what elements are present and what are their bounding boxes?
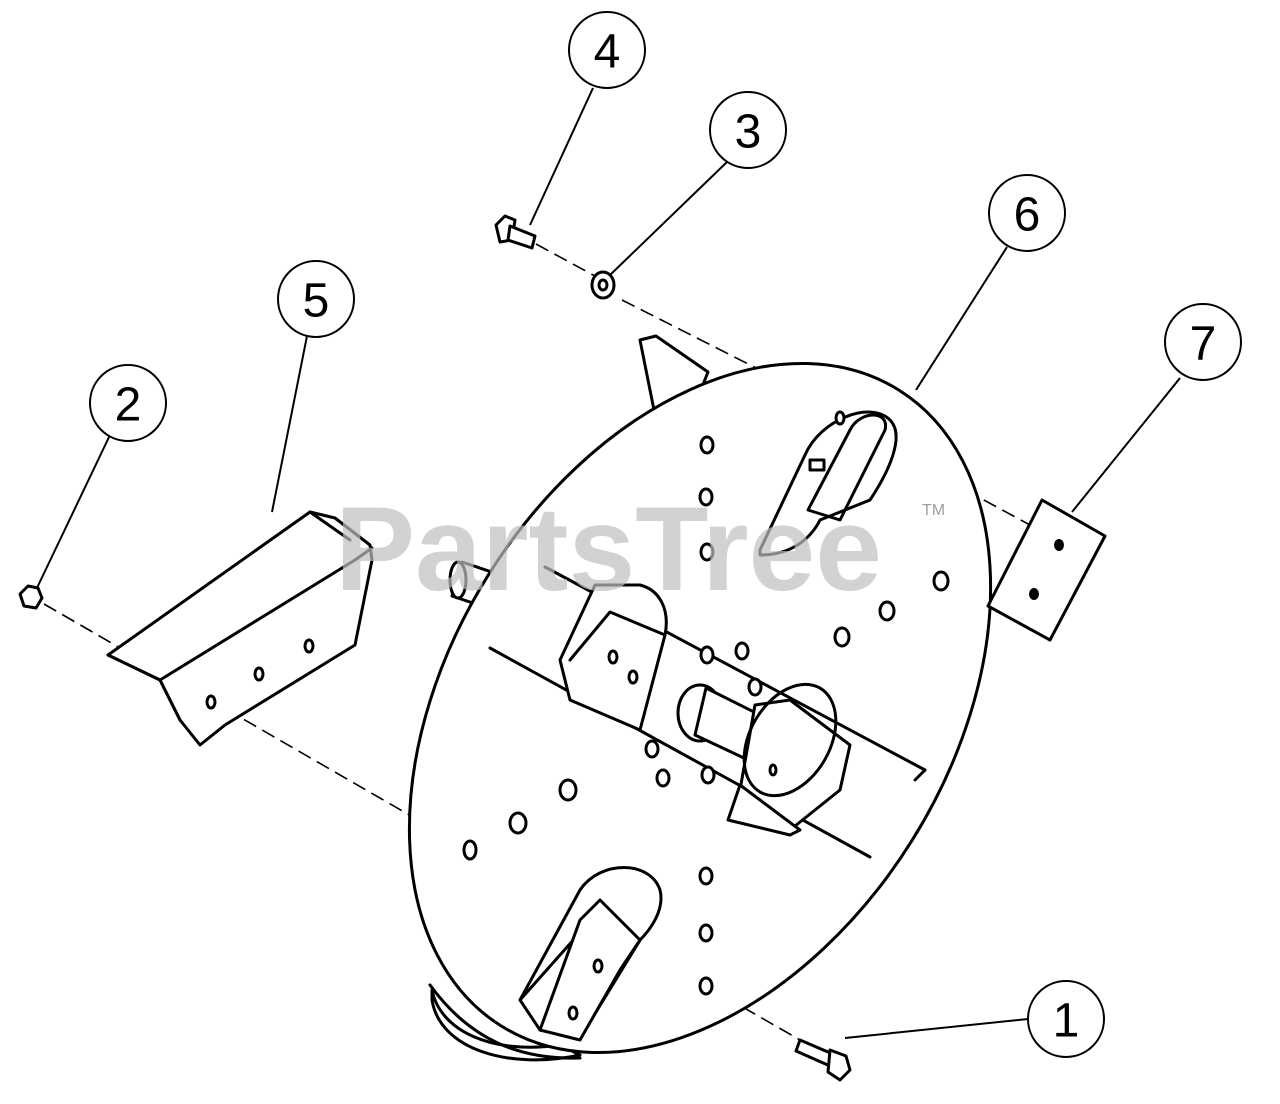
- watermark-trademark: TM: [922, 502, 945, 519]
- callout-5-number: 5: [303, 275, 330, 328]
- hex-nut: [18, 584, 44, 610]
- mounting-plate: [986, 498, 1107, 642]
- callout-7-number: 7: [1190, 318, 1217, 371]
- washer: [590, 270, 616, 300]
- callout-4: 4: [568, 11, 646, 89]
- callout-4-number: 4: [594, 26, 621, 79]
- hex-bolt-top: [494, 214, 537, 250]
- callout-3: 3: [709, 91, 787, 169]
- callout-2-number: 2: [115, 379, 142, 432]
- callout-6-number: 6: [1014, 189, 1041, 242]
- watermark-text: PartsTree: [335, 482, 882, 616]
- callout-7: 7: [1164, 303, 1242, 381]
- callout-1: 1: [1027, 980, 1105, 1058]
- watermark: PartsTree TM: [335, 482, 945, 616]
- callout-1-number: 1: [1053, 995, 1080, 1048]
- leader-lines: [35, 87, 1181, 1039]
- paddle-vane: [106, 510, 374, 747]
- spreader-disc: [407, 361, 993, 1062]
- callout-3-number: 3: [735, 106, 762, 159]
- disc-holes: [462, 410, 950, 1021]
- callout-6: 6: [988, 174, 1066, 252]
- rear-flange: [638, 334, 710, 422]
- callout-2: 2: [89, 364, 167, 442]
- callout-5: 5: [277, 260, 355, 338]
- hex-bolt-bottom: [794, 1038, 852, 1082]
